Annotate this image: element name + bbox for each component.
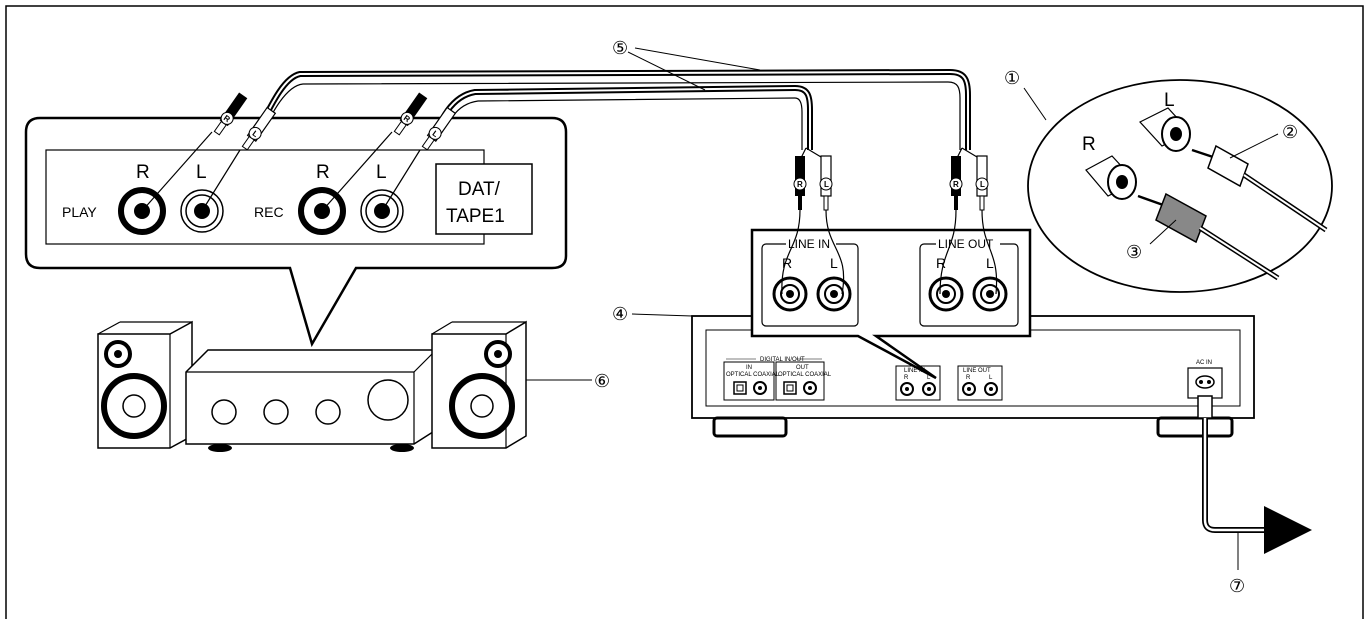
power-cord [1197, 395, 1312, 554]
plug-letter-l: L [431, 129, 440, 139]
play-l-label: L [196, 162, 207, 183]
callout-4: ④ [612, 304, 693, 324]
digital-in-out-block: DIGITAL IN/OUT IN OUT OPTICAL COAXIAL OP… [723, 357, 832, 401]
deck-line-in-plugs: R L [793, 147, 833, 211]
plug-letter-l: L [824, 180, 829, 189]
inset-line-out-l-jack [972, 276, 1008, 312]
callout-number-6: ⑥ [594, 371, 610, 391]
callout-2: ② [1229, 122, 1298, 159]
plug-letter-l: L [251, 129, 260, 139]
digital-out-label: OUT [796, 365, 809, 371]
amplifier-panel-callout: DAT/ TAPE1 PLAY REC R L R L [24, 116, 568, 348]
ac-in-socket: AC IN [1187, 360, 1223, 399]
callout-7: ⑦ [1229, 532, 1245, 596]
detail-l-jack [1139, 107, 1191, 152]
digital-in-label: IN [746, 365, 752, 371]
inset-line-in-r-jack [772, 276, 808, 312]
digital-in-out-label: DIGITAL IN/OUT [760, 357, 805, 363]
rear-line-out-label: LINE OUT [963, 368, 991, 374]
inset-line-in-l-jack [816, 276, 852, 312]
rec-label: REC [254, 204, 284, 220]
stereo-system [97, 320, 527, 452]
callout-number-1: ① [1004, 68, 1020, 88]
inset-line-out-r: R [936, 255, 946, 271]
plug-letter-r: R [222, 113, 232, 124]
inset-line-out-r-jack [928, 276, 964, 312]
detail-r-label: R [1082, 134, 1096, 155]
rear-line-in-block: LINE IN R L [895, 365, 941, 401]
rec-r-label: R [316, 162, 330, 183]
callout-1: ① [1004, 68, 1047, 121]
inset-line-out-l: L [986, 255, 994, 271]
ac-in-label: AC IN [1196, 360, 1212, 366]
digital-in-optical-coaxial: OPTICAL COAXIAL [726, 372, 780, 378]
callout-5: ⑤ [612, 38, 761, 91]
rear-line-out-r: R [966, 375, 971, 381]
rear-line-out-l: L [989, 375, 993, 381]
digital-out-optical-coaxial: OPTICAL COAXIAL [778, 372, 832, 378]
callout-number-4: ④ [612, 304, 628, 324]
detail-l-plug [1191, 144, 1328, 233]
callout-3: ③ [1126, 219, 1177, 262]
rear-line-out-block: LINE OUT R L [957, 365, 1003, 401]
rec-l-label: L [376, 162, 387, 183]
callout-number-2: ② [1282, 122, 1298, 142]
figure-frame [5, 5, 1364, 619]
callout-number-7: ⑦ [1229, 576, 1245, 596]
right-speaker [431, 320, 527, 449]
inset-line-in-r: R [782, 255, 792, 271]
amplifier-unit [185, 349, 437, 452]
rear-line-in-r: R [904, 375, 909, 381]
deck-line-out-plugs: R L [949, 147, 989, 211]
plug-letter-r: R [797, 180, 803, 189]
detail-l-label: L [1164, 90, 1175, 111]
callout-number-5: ⑤ [612, 38, 628, 58]
callout-6: ⑥ [526, 371, 610, 391]
dat-tape-label-box [435, 163, 533, 235]
amp-play-plugs: R L [213, 92, 277, 151]
plug-detail-ellipse: L R [1027, 79, 1333, 293]
inset-line-in-label: LINE IN [788, 237, 830, 251]
play-r-label: R [136, 162, 150, 183]
dat-label-line1: DAT/ [458, 179, 501, 200]
play-label: PLAY [62, 204, 97, 220]
plug-letter-l: L [980, 180, 985, 189]
rear-line-in-label: LINE IN [904, 368, 925, 374]
deck-inset-callout: LINE IN R L LINE OUT R L [750, 209, 1032, 380]
plug-letter-r: R [402, 113, 412, 124]
inset-line-in-l: L [830, 255, 838, 271]
plug-letter-r: R [953, 180, 959, 189]
callout-number-3: ③ [1126, 242, 1142, 262]
dat-label-line2: TAPE1 [446, 206, 505, 227]
detail-r-plug [1137, 192, 1280, 281]
left-speaker [97, 320, 193, 449]
detail-r-jack [1085, 155, 1137, 200]
rear-line-in-l: L [927, 375, 931, 381]
inset-line-out-label: LINE OUT [938, 237, 994, 251]
amp-rec-plugs: R L [393, 92, 457, 151]
